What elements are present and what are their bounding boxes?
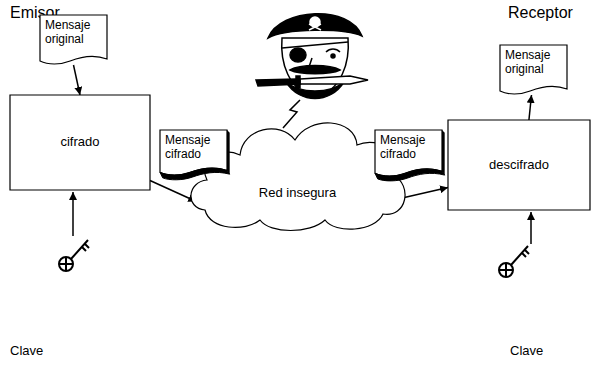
receiver-label: Receptor [508, 4, 573, 22]
node-text: Mensaje cifrado [165, 134, 223, 162]
cipher-document: Mensaje cifrado [160, 130, 227, 176]
process-box: descifrado [448, 120, 590, 210]
cipher-document: Mensaje cifrado [375, 130, 442, 177]
process-box: cifrado [10, 95, 150, 190]
node-text: Mensaje original [505, 49, 563, 77]
key-arrow [530, 212, 532, 244]
flow-arrow [150, 181, 196, 202]
node-text: descifrado [489, 158, 549, 173]
key-icon [499, 246, 529, 277]
key-label: Clave [10, 343, 43, 358]
pirate-figure [256, 14, 368, 99]
node-text: Mensaje original [45, 19, 103, 47]
flow-arrow [529, 95, 532, 120]
node-text: Red insegura [259, 186, 336, 201]
node-text: Mensaje cifrado [380, 134, 438, 162]
key-icon [59, 240, 89, 271]
document-shape: Mensaje original [500, 45, 567, 95]
document-shape: Mensaje original [40, 15, 107, 65]
flow-arrow [403, 188, 448, 198]
key-arrow [72, 192, 74, 236]
key-label: Clave [510, 343, 543, 358]
node-text: cifrado [60, 135, 99, 150]
lightning-bolt [283, 100, 300, 128]
flow-arrow [74, 65, 81, 95]
